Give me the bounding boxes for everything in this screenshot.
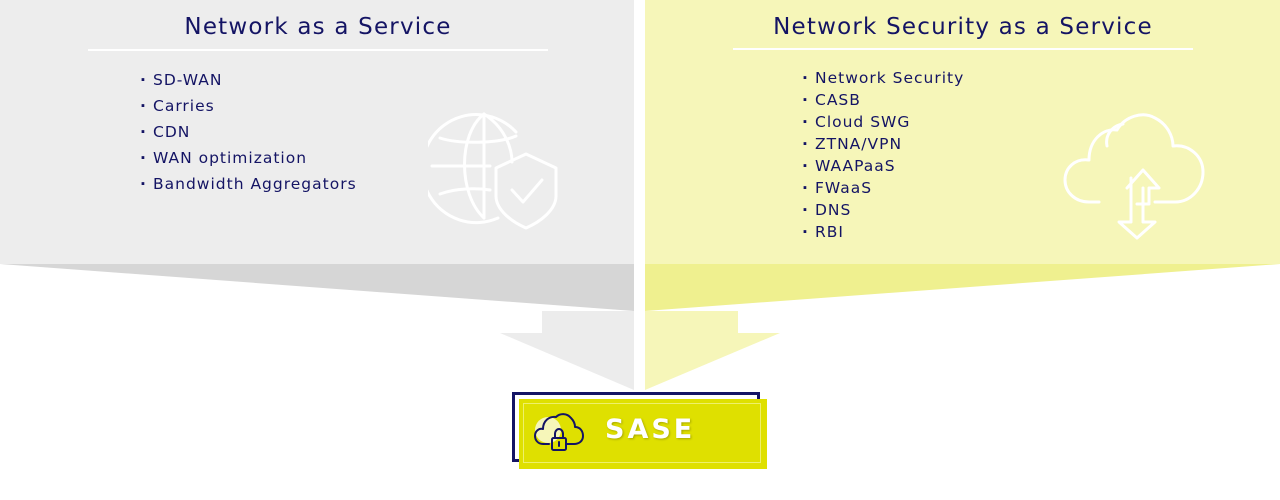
globe-shield-check-icon <box>428 112 558 230</box>
list-item: CDN <box>140 122 357 148</box>
cloud-lock-icon <box>534 413 584 451</box>
list-item: Bandwidth Aggregators <box>140 174 357 200</box>
right-funnel-band <box>645 264 1280 311</box>
list-item: Cloud SWG <box>802 112 964 134</box>
right-arrow <box>645 311 780 390</box>
list-item: CASB <box>802 90 964 112</box>
left-panel-title: Network as a Service <box>184 14 452 40</box>
left-arrow <box>500 311 634 390</box>
left-item-list: SD-WAN Carries CDN WAN optimization Band… <box>140 70 357 200</box>
list-item: SD-WAN <box>140 70 357 96</box>
left-funnel-band <box>0 264 634 311</box>
list-item: WAN optimization <box>140 148 357 174</box>
list-item: DNS <box>802 200 964 222</box>
sase-label: SASE <box>605 414 696 445</box>
right-title-divider <box>733 48 1193 50</box>
right-item-list: Network Security CASB Cloud SWG ZTNA/VPN… <box>802 68 964 244</box>
list-item: FWaaS <box>802 178 964 200</box>
right-panel-title: Network Security as a Service <box>773 14 1153 40</box>
list-item: Carries <box>140 96 357 122</box>
cloud-upload-download-icon <box>1063 113 1205 240</box>
list-item: Network Security <box>802 68 964 90</box>
list-item: RBI <box>802 222 964 244</box>
left-title-divider <box>88 49 548 51</box>
list-item: WAAPaaS <box>802 156 964 178</box>
list-item: ZTNA/VPN <box>802 134 964 156</box>
sase-box-inner-border <box>523 403 761 463</box>
